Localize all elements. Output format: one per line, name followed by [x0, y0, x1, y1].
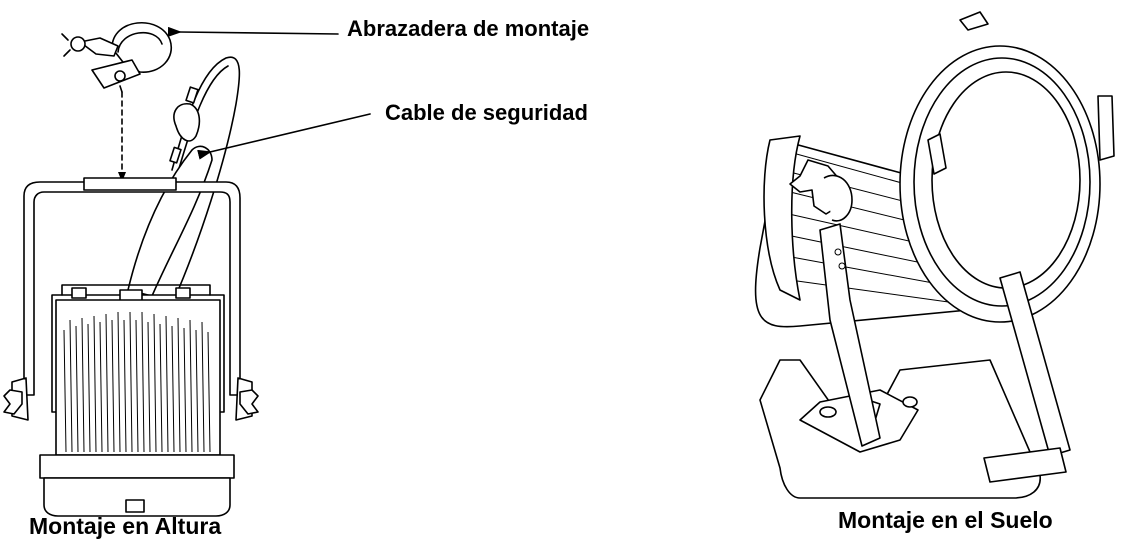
clamp-label: Abrazadera de montaje [347, 16, 590, 41]
mounting-clamp-illustration [61, 21, 173, 182]
hanging-mount-caption: Montaje en Altura [29, 513, 222, 539]
hanging-fixture-illustration [3, 177, 259, 517]
safety-cable-arrow-icon [197, 113, 371, 160]
floor-fixture-illustration [754, 11, 1115, 499]
safety-cable-label: Cable de seguridad [385, 100, 588, 125]
floor-mount-caption: Montaje en el Suelo [838, 507, 1053, 533]
clamp-arrow-icon [167, 26, 339, 37]
